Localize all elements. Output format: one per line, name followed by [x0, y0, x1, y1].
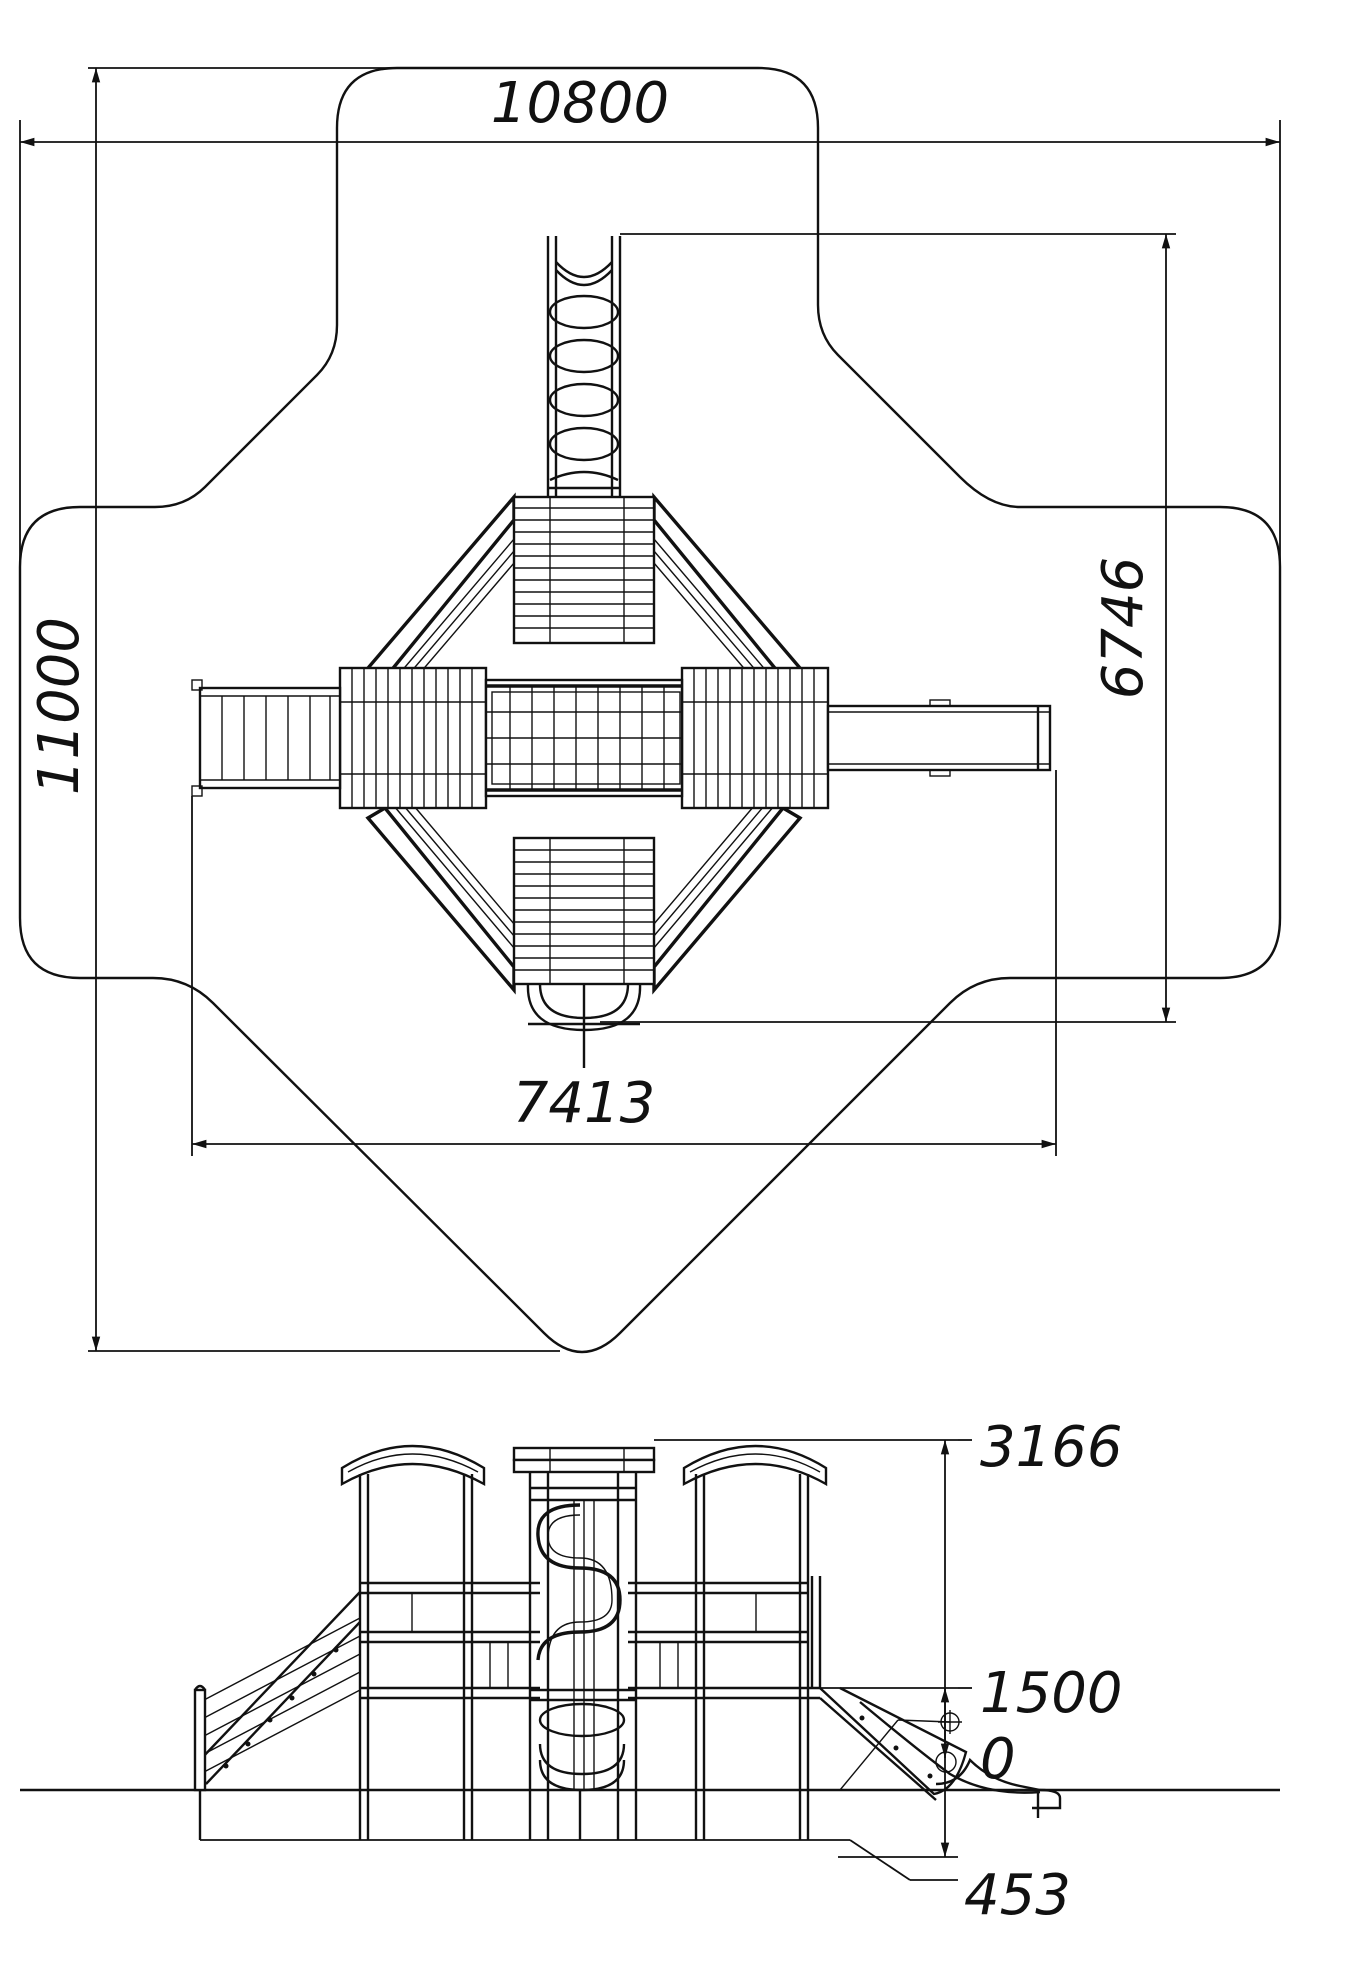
dim-label-1500: 1500 — [980, 1661, 1123, 1726]
stair-left — [193, 1591, 361, 1792]
arch-climber — [526, 983, 642, 1068]
platform-left — [338, 666, 488, 810]
platform-bottom — [512, 836, 656, 986]
slide-elevation — [819, 1686, 1062, 1810]
dim-label-3166: 3166 — [980, 1415, 1123, 1480]
dim-label-10800: 10800 — [491, 71, 669, 136]
platform-top — [512, 495, 656, 645]
plan-view: 10800 11000 7413 6746 — [18, 66, 1282, 1354]
dim-label-6746: 6746 — [1091, 557, 1156, 700]
safety-zone-outline — [18, 66, 1282, 1354]
tower-center — [512, 1446, 656, 1790]
slide-plan — [826, 699, 1052, 777]
spiral-climber — [536, 1503, 626, 1792]
central-bridge — [484, 678, 684, 798]
dim-label-453: 453 — [964, 1863, 1071, 1928]
foundation-posts — [198, 1790, 1040, 1841]
dimension-heights: 3166 1500 0 453 — [654, 1415, 1123, 1928]
dimension-structure-width: 7413 — [191, 770, 1057, 1156]
platform-right — [680, 666, 830, 810]
dim-label-0: 0 — [980, 1727, 1016, 1792]
tower-left — [340, 1444, 540, 1790]
ladder-plan — [191, 679, 342, 797]
elevation-view: 3166 1500 0 453 — [20, 1415, 1280, 1928]
dimension-structure-depth: 6746 — [600, 233, 1176, 1023]
dimension-overall-width: 10800 — [19, 71, 1281, 560]
tower-right — [628, 1444, 828, 1790]
dimension-overall-depth: 11000 — [27, 67, 560, 1352]
ring-tunnel — [546, 236, 622, 497]
dim-label-7413: 7413 — [513, 1071, 656, 1136]
diagonal-walkways — [365, 492, 803, 995]
dim-label-11000: 11000 — [27, 617, 92, 795]
